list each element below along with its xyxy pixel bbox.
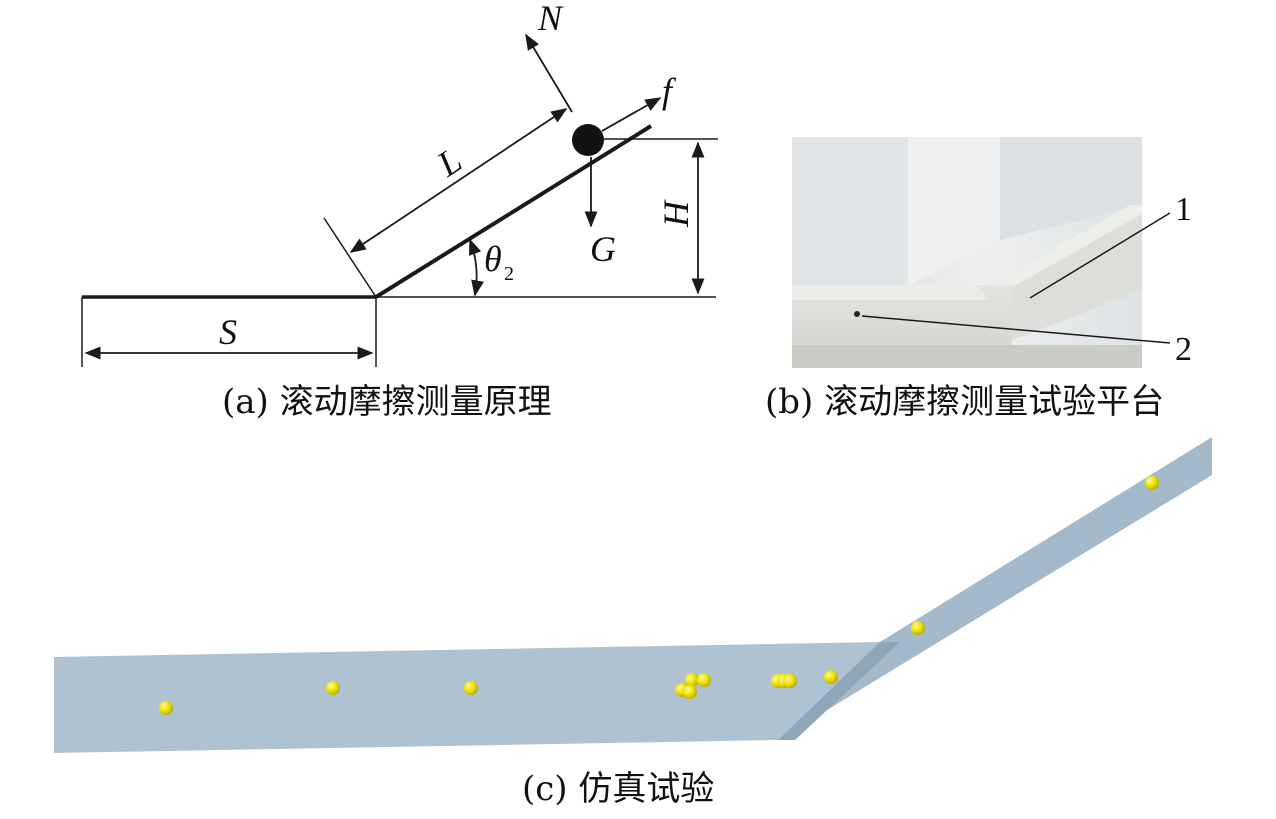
sim-particle xyxy=(1145,476,1159,490)
sim-particle xyxy=(697,673,711,687)
photo-floor-edge xyxy=(792,285,990,300)
panel-a-caption: (a) 滚动摩擦测量原理 xyxy=(222,382,552,422)
sim-flat-plane xyxy=(54,642,880,753)
distance-label: S xyxy=(219,312,237,352)
callout-1-leader xyxy=(1029,212,1171,299)
angle-subscript: 2 xyxy=(504,263,514,285)
panel-c-caption: (c) 仿真试验 xyxy=(522,769,714,809)
length-extension-line xyxy=(323,217,377,298)
sim-particle xyxy=(911,621,925,635)
length-dimension xyxy=(349,108,568,253)
sim-particle xyxy=(326,681,340,695)
sim-particle xyxy=(824,670,838,684)
callout-1-label: 1 xyxy=(1175,191,1192,228)
photo-particle xyxy=(854,311,860,317)
photo-wall-left xyxy=(792,137,908,285)
panel-c-simulation: (c) 仿真试验 xyxy=(54,437,1212,809)
sim-incline-plane xyxy=(778,437,1212,740)
sim-particle xyxy=(685,673,699,687)
normal-force-label: N xyxy=(537,0,564,38)
panel-b-caption: (b) 滚动摩擦测量试验平台 xyxy=(765,382,1164,422)
friction-arrow xyxy=(601,97,662,132)
ball xyxy=(572,124,604,156)
callout-2-leader xyxy=(861,315,1171,344)
sim-particle xyxy=(683,685,697,699)
friction-label: f xyxy=(662,71,677,111)
sim-particle xyxy=(159,701,173,715)
sim-particle xyxy=(464,681,478,695)
photo-wall-center xyxy=(908,137,1000,285)
photo-wall-right xyxy=(1000,137,1142,240)
angle-label: θ xyxy=(484,239,502,279)
sim-fold-shade xyxy=(778,642,900,740)
panel-b-photo: 1 2 (b) 滚动摩擦测量试验平台 xyxy=(765,137,1192,422)
normal-force-arrow xyxy=(525,33,573,113)
photo-floor-front xyxy=(792,345,1142,368)
gravity-label: G xyxy=(590,229,616,269)
callout-2-label: 2 xyxy=(1175,331,1192,368)
photo-incline-top xyxy=(968,205,1142,300)
sim-particle xyxy=(783,674,797,688)
height-label: H xyxy=(656,199,696,228)
sim-particles xyxy=(159,476,1159,715)
panel-a-diagram: H L N f G θ 2 S (a) 滚动摩擦测量原理 xyxy=(81,0,718,422)
angle-arc xyxy=(469,238,484,297)
